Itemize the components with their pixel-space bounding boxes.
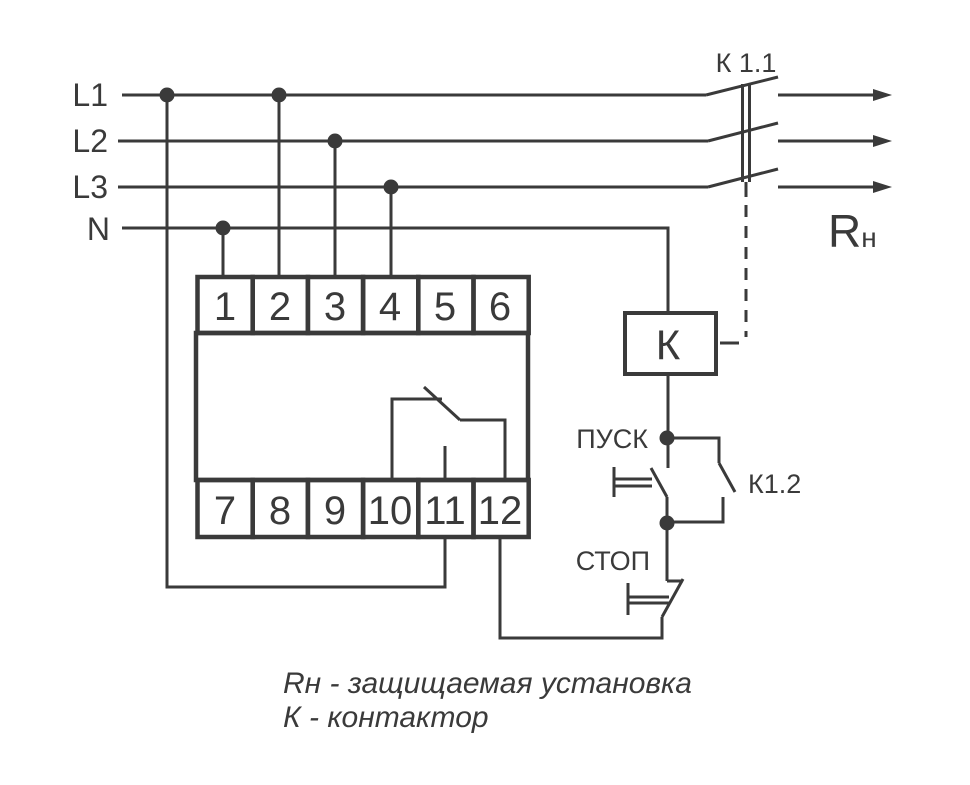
label-phase-l3: L3: [72, 169, 108, 205]
label-load-r: R: [828, 205, 861, 257]
load-arrows: [778, 89, 892, 193]
terminal-number-1: 1: [214, 285, 236, 329]
terminal-number-4: 4: [379, 285, 401, 329]
terminal-numbers-bottom: 7 8 9 10 11 12: [214, 489, 522, 533]
stop-contact-blade: [660, 578, 685, 618]
label-load-sub: н: [861, 222, 876, 253]
label-load-rn: Rн: [828, 205, 877, 257]
label-phase-l2: L2: [72, 123, 108, 159]
terminal-number-6: 6: [489, 285, 511, 329]
terminal-number-9: 9: [324, 489, 346, 533]
terminal-numbers-top: 1 2 3 4 5 6: [214, 285, 511, 329]
wire-terminal12-to-stop: [498, 537, 664, 640]
terminal-number-2: 2: [269, 285, 291, 329]
terminal-number-7: 7: [214, 489, 236, 533]
label-neutral-n: N: [87, 211, 110, 247]
label-contact-k11: К 1.1: [716, 48, 777, 78]
label-start-button: ПУСК: [576, 424, 648, 454]
terminal-number-8: 8: [269, 489, 291, 533]
contactor-main-contacts-k11: [705, 75, 779, 345]
label-aux-contact-k12: К1.2: [748, 469, 801, 499]
device-body: [193, 330, 531, 483]
aux-contact-k12: [667, 436, 737, 524]
legend-line-2: К - контактор: [283, 701, 489, 734]
terminal-feed-wires: [165, 95, 664, 640]
wire-l1-to-terminal11: [165, 95, 447, 589]
wire-neutral-to-coil: [122, 226, 670, 313]
internal-relay-contact: [390, 385, 507, 480]
stop-button: [626, 578, 685, 618]
internal-contact-blade: [422, 385, 462, 422]
terminal-number-10: 10: [368, 489, 413, 533]
internal-lead-terminal10: [390, 397, 442, 480]
terminal-cell-6: [471, 274, 531, 336]
terminal-number-12: 12: [478, 489, 523, 533]
three-phase-lines: [118, 93, 708, 313]
legend-line-1: Rн - защищаемая установка: [283, 667, 692, 700]
aux-lead-bottom: [667, 497, 725, 524]
terminal-number-11: 11: [424, 489, 466, 533]
line-labels: L1 L2 L3 N: [72, 77, 110, 247]
legend: Rн - защищаемая установка К - контактор: [283, 667, 692, 734]
terminal-cell-12: [471, 477, 531, 540]
arrowhead-1: [873, 89, 892, 101]
aux-contact-blade: [717, 462, 737, 493]
label-phase-l1: L1: [72, 77, 108, 113]
aux-lead-top: [667, 436, 721, 463]
label-stop-button: СТОП: [576, 546, 650, 576]
terminal-number-5: 5: [434, 285, 456, 329]
internal-lead-terminal12: [460, 418, 507, 480]
coil-box: [623, 311, 718, 376]
terminal-number-3: 3: [324, 285, 346, 329]
arrowhead-3: [873, 181, 892, 193]
arrowhead-2: [873, 135, 892, 147]
label-coil-k: К: [656, 321, 681, 368]
start-contact-blade: [649, 467, 669, 498]
contactor-coil: К: [623, 311, 718, 468]
start-button: [612, 467, 669, 581]
